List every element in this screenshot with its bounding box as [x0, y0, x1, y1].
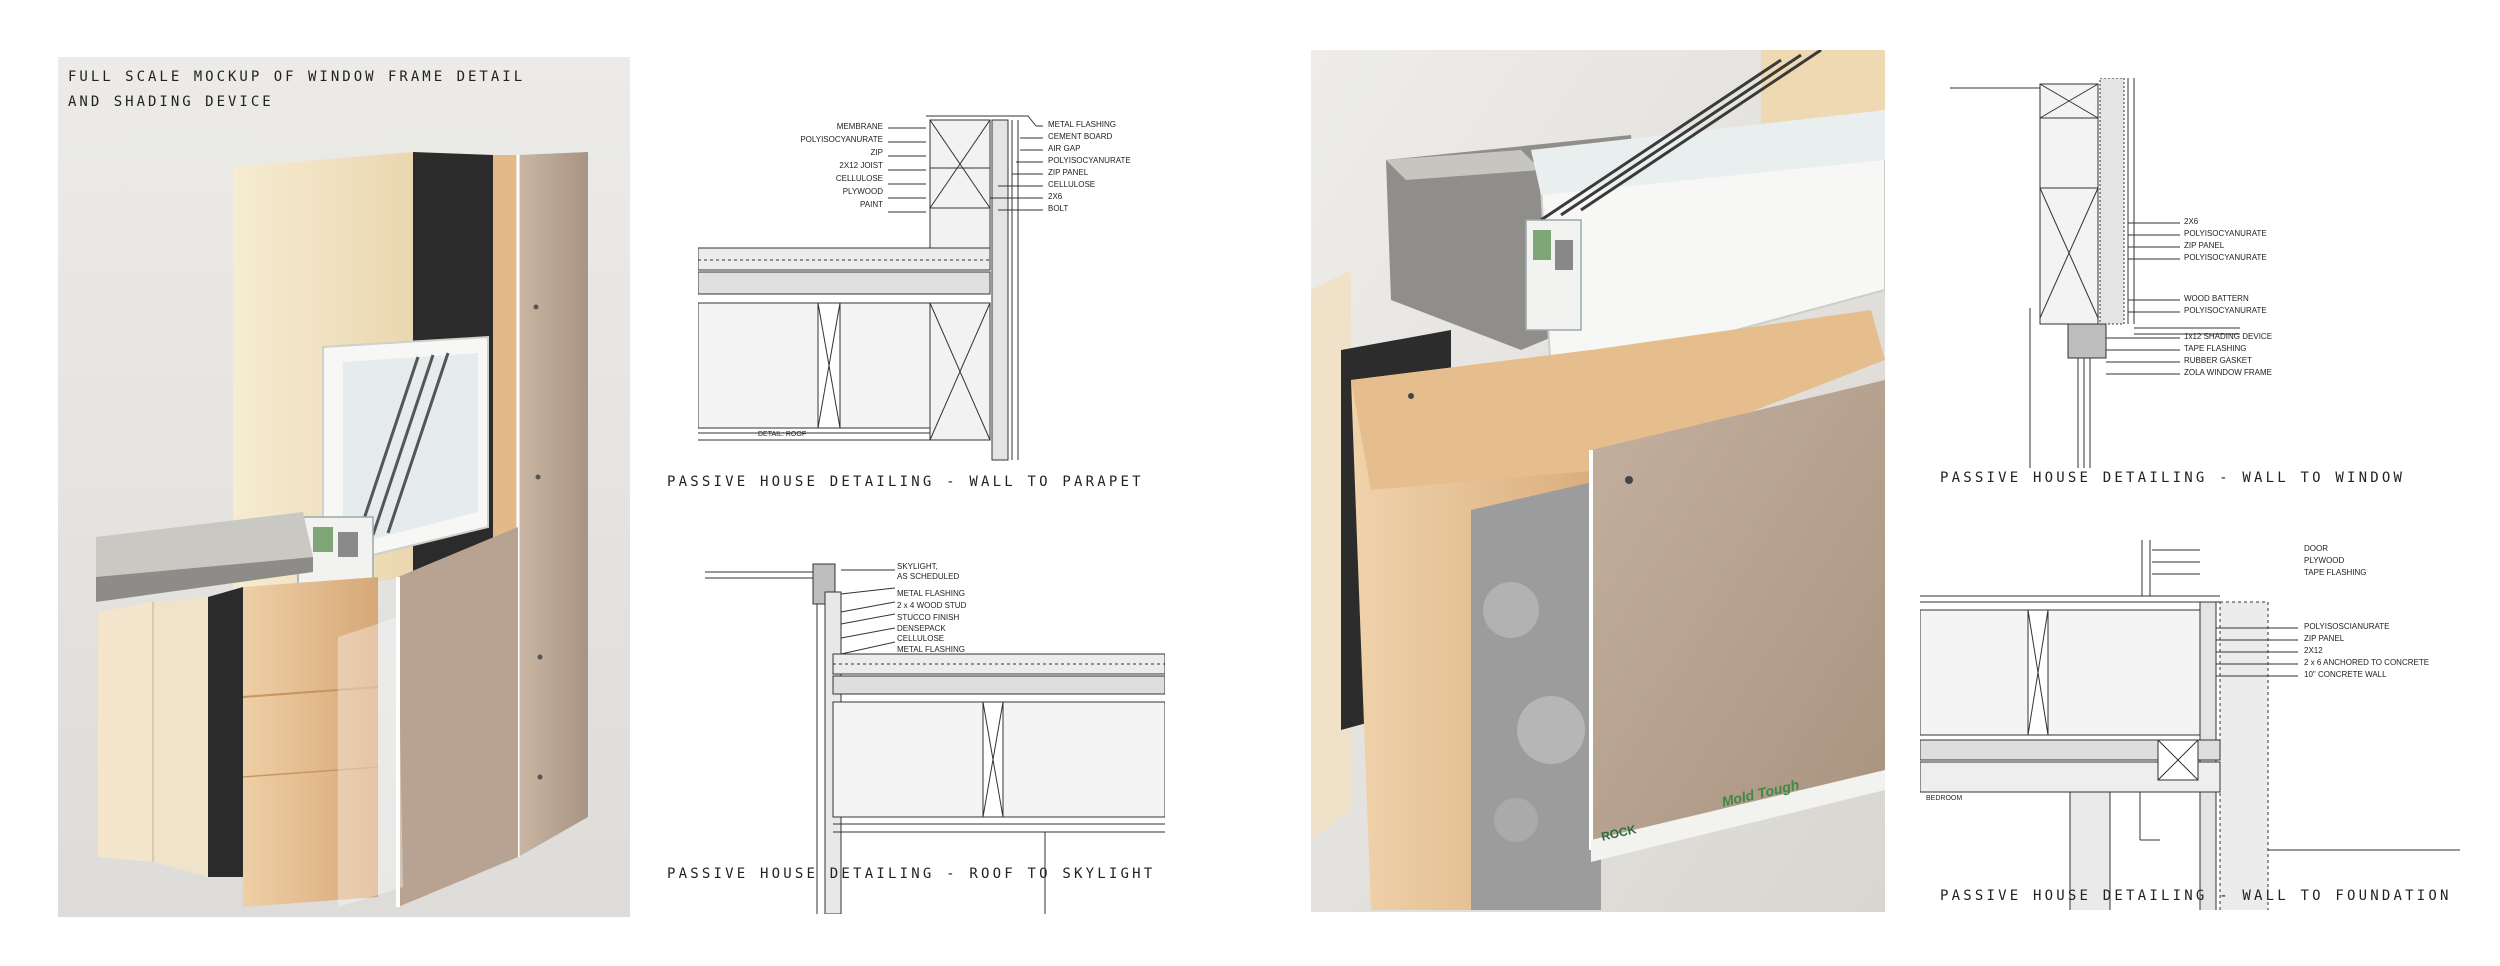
mockup-photo-1-illustration	[58, 57, 630, 917]
skylight-label: DENSEPACK	[897, 624, 946, 633]
mockup-photo-2-illustration	[1311, 50, 1885, 912]
window-labels-mid: WOOD BATTERN POLYISOCYANURATE	[2184, 293, 2364, 317]
mockup-caption-line-1: FULL SCALE MOCKUP OF WINDOW FRAME DETAIL	[68, 69, 526, 85]
window-label: WOOD BATTERN	[2184, 294, 2249, 303]
parapet-right-labels: METAL FLASHING CEMENT BOARD AIR GAP POLY…	[1048, 119, 1178, 215]
caption-roof-to-skylight: PASSIVE HOUSE DETAILING - ROOF TO SKYLIG…	[667, 866, 1156, 882]
skylight-label: AS SCHEDULED	[897, 572, 960, 581]
foundation-label: ZIP PANEL	[2304, 634, 2345, 643]
window-label: POLYISOCYANURATE	[2184, 306, 2267, 315]
window-label: POLYISOCYANURATE	[2184, 253, 2267, 262]
window-label: POLYISOCYANURATE	[2184, 229, 2267, 238]
skylight-labels: SKYLIGHT, AS SCHEDULED METAL FLASHING 2 …	[897, 562, 1037, 656]
parapet-label: BOLT	[1048, 204, 1069, 213]
window-labels-bottom: 1x12 SHADING DEVICE TAPE FLASHING RUBBER…	[2184, 331, 2364, 379]
skylight-label: 2 x 4 WOOD STUD	[897, 601, 967, 610]
skylight-label: METAL FLASHING	[897, 589, 966, 598]
window-label: 2X6	[2184, 217, 2199, 226]
mockup-photo-2: ROCK Mold Tough	[1311, 50, 1885, 912]
parapet-label: 2X12 JOIST	[839, 161, 883, 170]
mockup-photo-1: FULL SCALE MOCKUP OF WINDOW FRAME DETAIL…	[58, 57, 630, 917]
mockup-photo-caption: FULL SCALE MOCKUP OF WINDOW FRAME DETAIL…	[68, 65, 525, 115]
parapet-label: AIR GAP	[1048, 144, 1081, 153]
skylight-label: STUCCO FINISH	[897, 613, 960, 622]
parapet-label: CEMENT BOARD	[1048, 132, 1113, 141]
parapet-label: ZIP PANEL	[1048, 168, 1089, 177]
parapet-left-labels: MEMBRANE POLYISOCYANURATE ZIP 2X12 JOIST…	[758, 120, 883, 211]
foundation-label: 2X12	[2304, 646, 2323, 655]
parapet-label: METAL FLASHING	[1048, 120, 1117, 129]
foundation-label: TAPE FLASHING	[2304, 568, 2367, 577]
detail-wall-to-window: 2X6 POLYISOCYANURATE ZIP PANEL POLYISOCY…	[1950, 78, 2370, 468]
parapet-label: POLYISOCYANURATE	[800, 135, 883, 144]
caption-wall-to-parapet: PASSIVE HOUSE DETAILING - WALL TO PARAPE…	[667, 474, 1144, 490]
skylight-label: CELLULOSE	[897, 634, 945, 643]
parapet-note: DETAIL: ROOF	[758, 431, 807, 438]
foundation-note-bedroom: BEDROOM	[1926, 795, 1963, 802]
window-label: TAPE FLASHING	[2184, 344, 2247, 353]
foundation-section-drawing	[1920, 540, 2460, 910]
window-label: ZOLA WINDOW FRAME	[2184, 368, 2272, 377]
parapet-label: MEMBRANE	[836, 122, 883, 131]
window-section-drawing	[1950, 78, 2240, 468]
parapet-label: CELLULOSE	[835, 174, 883, 183]
skylight-section-drawing	[705, 563, 1165, 914]
caption-wall-to-window: PASSIVE HOUSE DETAILING - WALL TO WINDOW	[1940, 470, 2406, 486]
parapet-label: 2X6	[1048, 192, 1063, 201]
detail-roof-to-skylight: SKYLIGHT, AS SCHEDULED METAL FLASHING 2 …	[705, 562, 1165, 914]
foundation-label: 2 x 6 ANCHORED TO CONCRETE	[2304, 658, 2430, 667]
parapet-label: CELLULOSE	[1048, 180, 1096, 189]
detail-wall-to-foundation: DOOR PLYWOOD TAPE FLASHING POLYISOSCIANU…	[1920, 540, 2460, 910]
window-labels-top: 2X6 POLYISOCYANURATE ZIP PANEL POLYISOCY…	[2184, 216, 2364, 264]
window-label: RUBBER GASKET	[2184, 356, 2253, 365]
parapet-label: POLYISOCYANURATE	[1048, 156, 1131, 165]
foundation-label: POLYISOSCIANURATE	[2304, 622, 2390, 631]
caption-wall-to-foundation: PASSIVE HOUSE DETAILING - WALL TO FOUNDA…	[1940, 888, 2452, 904]
window-label: 1x12 SHADING DEVICE	[2184, 332, 2273, 341]
foundation-label: DOOR	[2304, 544, 2328, 553]
skylight-label: METAL FLASHING	[897, 645, 966, 654]
parapet-label: PLYWOOD	[842, 187, 883, 196]
mockup-caption-line-2: AND SHADING DEVICE	[68, 94, 274, 110]
detail-wall-to-parapet: MEMBRANE POLYISOCYANURATE ZIP 2X12 JOIST…	[698, 108, 1178, 468]
foundation-label: 10" CONCRETE WALL	[2304, 670, 2387, 679]
parapet-section-drawing	[698, 115, 1043, 461]
skylight-label: SKYLIGHT,	[897, 562, 938, 571]
parapet-label: PAINT	[860, 200, 883, 209]
parapet-label: ZIP	[870, 148, 883, 157]
window-label: ZIP PANEL	[2184, 241, 2225, 250]
foundation-labels-top: DOOR PLYWOOD TAPE FLASHING	[2304, 543, 2454, 579]
foundation-labels-mid: POLYISOSCIANURATE ZIP PANEL 2X12 2 x 6 A…	[2304, 621, 2460, 681]
foundation-label: PLYWOOD	[2304, 556, 2345, 565]
